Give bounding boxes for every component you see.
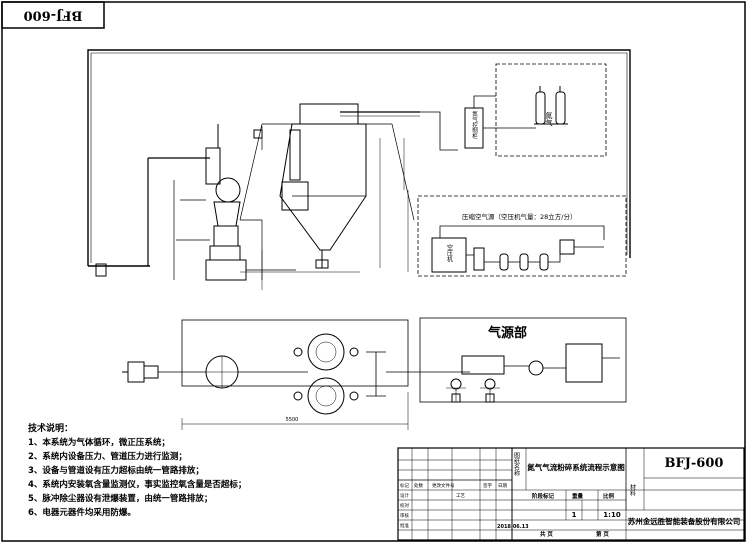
note-item: 2、系统内设备压力、管道压力进行监测； (28, 451, 187, 462)
plan-frame (181, 319, 409, 387)
title-block-date: 2018.06.13 (497, 524, 529, 530)
title-block-row-label: 标记 (400, 482, 409, 489)
title-block-row-label: 审核 (400, 512, 409, 519)
gas-source-box (419, 317, 627, 403)
title-block-page: 第 页 (596, 530, 609, 538)
title-block-sheet: 共 页 (540, 530, 553, 538)
note-item: 5、脉冲除尘器设有泄爆装置，由统一管路排放； (28, 493, 212, 504)
title-block-row-label: 日期 (498, 483, 507, 489)
title-block-scale: 1:10 (603, 511, 621, 519)
nitrogen-generator-plan (565, 343, 603, 383)
drawing-number-box-text: BFJ-600 (24, 8, 83, 23)
title-block-row-label: 校对 (400, 502, 409, 509)
twin-pulse-filters (293, 333, 386, 415)
air-compressor-plan (461, 355, 505, 375)
title-block (397, 447, 745, 541)
note-item: 6、电器元器件均采用防爆。 (28, 507, 136, 518)
nitrogen-label: 氮气 (545, 111, 553, 126)
compressed-air-label: 压缩空气源（空压机气量：28立方/分） (462, 212, 576, 221)
title-block-material-label: 材料 (629, 483, 636, 497)
title-block-row-label: 工艺 (456, 493, 465, 499)
technical-notes: 技术说明： 1、本系统为气体循环，微正压系统； 2、系统内设备压力、管道压力进行… (28, 422, 246, 518)
title-block-row-label: 设计 (400, 492, 409, 499)
pulse-dust-filter (281, 129, 309, 211)
note-item: 1、本系统为气体循环，微正压系统； (28, 437, 170, 448)
drawing-number-box (1, 1, 105, 29)
cyclone-collector (239, 103, 415, 269)
blower-motor-icon (122, 361, 159, 383)
title-block-row-label: 批准 (400, 522, 409, 529)
title-block-row-label: 签字 (483, 482, 492, 489)
title-block-quantity: 1 (572, 511, 577, 519)
air-compressor-label: 空压机 (446, 243, 453, 263)
note-item: 4、系统内安装氧含量监测仪，事实监控氧含量是否超标； (28, 479, 246, 490)
jet-mill-classifier (205, 124, 247, 281)
nitrogen-cylinder-icon (534, 86, 568, 125)
drawing-code: BFJ-600 (665, 456, 724, 471)
title-block-scale-label: 比例 (603, 492, 615, 500)
dimension-bottom: 5500 (286, 417, 299, 423)
title-block-row-label: 处数 (414, 482, 423, 489)
notes-title: 技术说明： (28, 422, 73, 434)
title-block-company: 苏州金远胜智能装备股份有限公司 (628, 516, 741, 526)
drawing-title: 氮气气流粉碎系统流程示意图 (527, 462, 625, 472)
title-block-row-label: 更改文件号 (432, 482, 455, 489)
title-block-weight-label: 重量 (572, 492, 584, 500)
nitrogen-cabinet-label: 氮气控制柜 (471, 110, 478, 140)
compressed-air-box (417, 195, 627, 277)
title-block-doc-label: 图纸名称 (513, 452, 520, 477)
gas-source-title: 气源部 (488, 325, 527, 341)
main-gas-loop-pipe (87, 49, 631, 267)
note-item: 3、设备与管道设有压力超标由统一管路排放； (28, 465, 204, 476)
nitrogen-source-box (495, 63, 607, 157)
title-block-stage-label: 阶段标记 (532, 492, 555, 500)
